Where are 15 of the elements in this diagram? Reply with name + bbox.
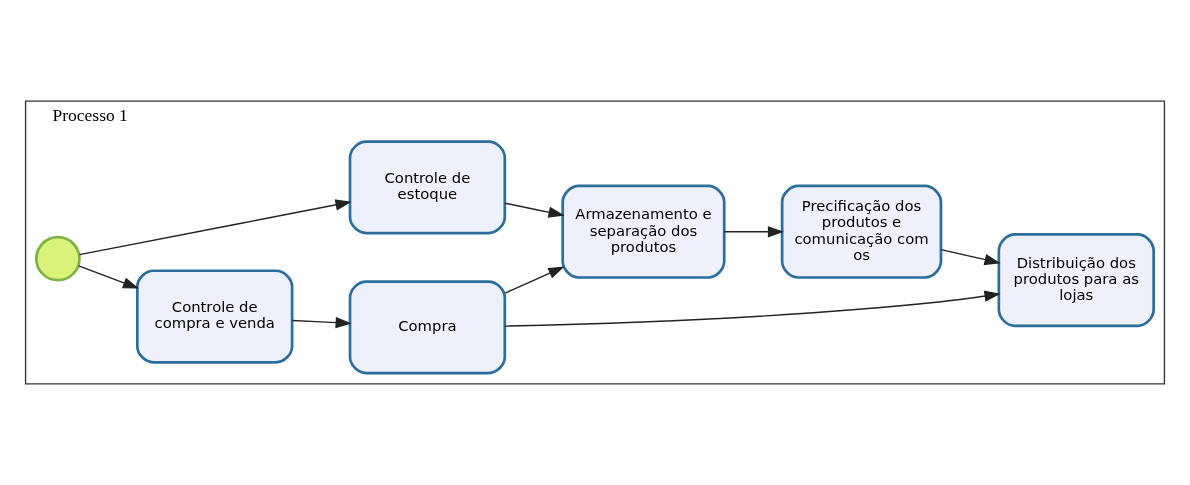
arrow xyxy=(940,248,1001,266)
node-box: Controle de compra e venda xyxy=(135,269,294,364)
node-box: Controle de estoque xyxy=(348,140,507,235)
arrow xyxy=(504,266,565,294)
arrow xyxy=(78,265,140,289)
arrow xyxy=(78,199,352,256)
node-box: Distribuição dos produtos para as lojas xyxy=(997,233,1155,328)
node-circle xyxy=(35,235,81,282)
arrow xyxy=(723,226,785,238)
node-box: Armazenamento e separação dos produtos xyxy=(561,184,726,279)
arrow xyxy=(291,317,352,329)
arrow xyxy=(504,290,1001,327)
node-box: Compra xyxy=(348,280,507,375)
node-box: Precificação dos produtos e comunicação com os xyxy=(780,184,943,279)
arrow xyxy=(504,202,565,218)
